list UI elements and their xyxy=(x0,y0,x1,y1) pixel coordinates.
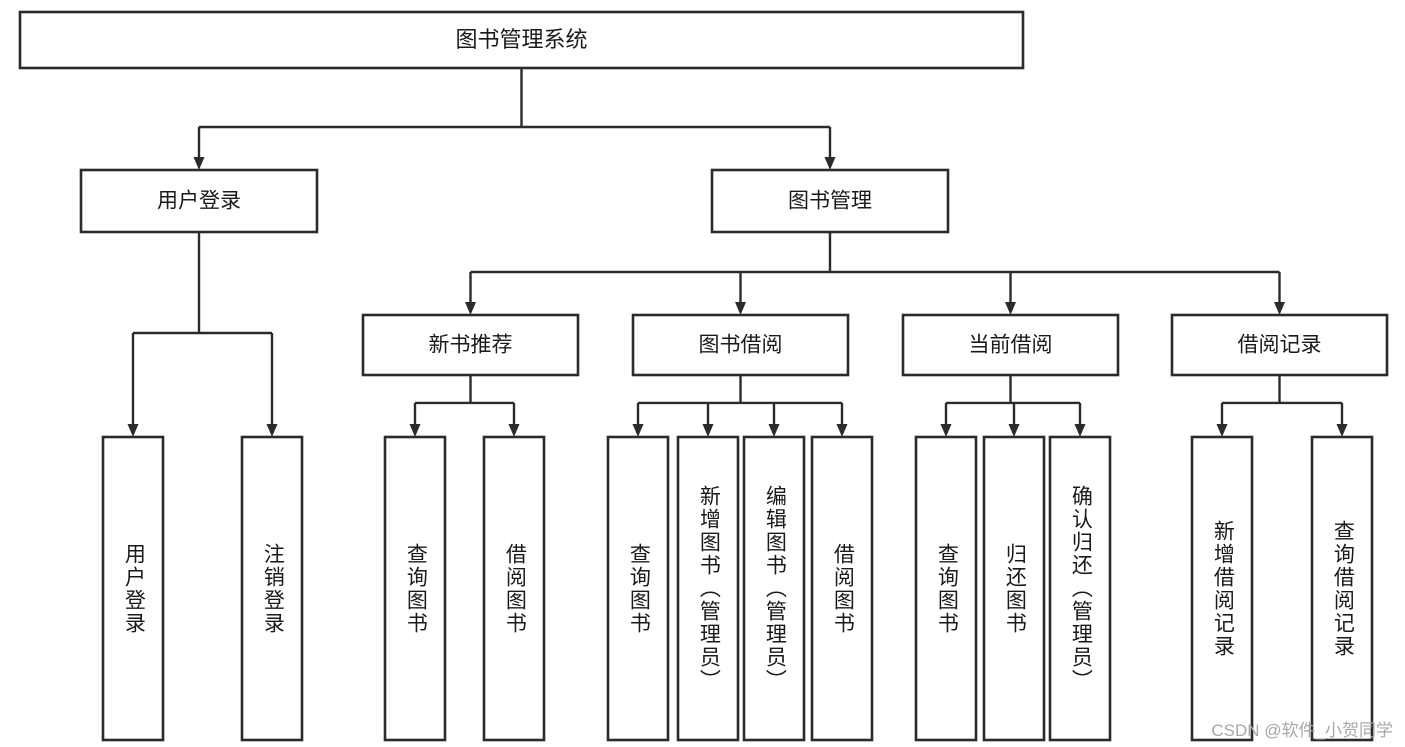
node-box-root[interactable] xyxy=(18,10,1025,70)
node-label-book-borrow: 图书借阅 xyxy=(699,334,783,357)
node-box-leaf-confirm-return[interactable] xyxy=(1048,435,1112,742)
node-label-new-book-recommend: 新书推荐 xyxy=(429,334,513,357)
node-label-root: 图书管理系统 xyxy=(455,27,587,52)
node-box-new-book-recommend[interactable] xyxy=(361,313,580,377)
node-label-user-login: 用户登录 xyxy=(157,190,241,213)
node-label-borrow-record: 借阅记录 xyxy=(1238,334,1322,357)
node-box-leaf-add-book[interactable] xyxy=(676,435,740,742)
node-box-leaf-query-book-recommend[interactable] xyxy=(383,435,447,742)
node-box-leaf-query-book-borrow[interactable] xyxy=(606,435,670,742)
node-box-layer xyxy=(18,10,1389,742)
node-box-leaf-user-logout[interactable] xyxy=(240,435,304,742)
node-box-user-login[interactable] xyxy=(79,168,319,234)
node-label-book-manage: 图书管理 xyxy=(788,190,872,213)
node-box-leaf-user-login[interactable] xyxy=(101,435,165,742)
node-label-current-borrow: 当前借阅 xyxy=(969,334,1053,357)
node-box-current-borrow[interactable] xyxy=(901,313,1120,377)
node-box-borrow-record[interactable] xyxy=(1170,313,1389,377)
node-box-leaf-edit-book[interactable] xyxy=(742,435,806,742)
connector-layer xyxy=(127,68,1348,437)
node-box-book-manage[interactable] xyxy=(710,168,950,234)
node-box-leaf-return-book[interactable] xyxy=(982,435,1046,742)
node-box-leaf-borrow-book[interactable] xyxy=(810,435,874,742)
node-box-leaf-borrow-book-recommend[interactable] xyxy=(482,435,546,742)
node-box-leaf-query-book-current[interactable] xyxy=(914,435,978,742)
node-box-leaf-query-borrow-record[interactable] xyxy=(1310,435,1374,742)
node-box-leaf-add-borrow-record[interactable] xyxy=(1190,435,1254,742)
node-box-book-borrow[interactable] xyxy=(631,313,850,377)
